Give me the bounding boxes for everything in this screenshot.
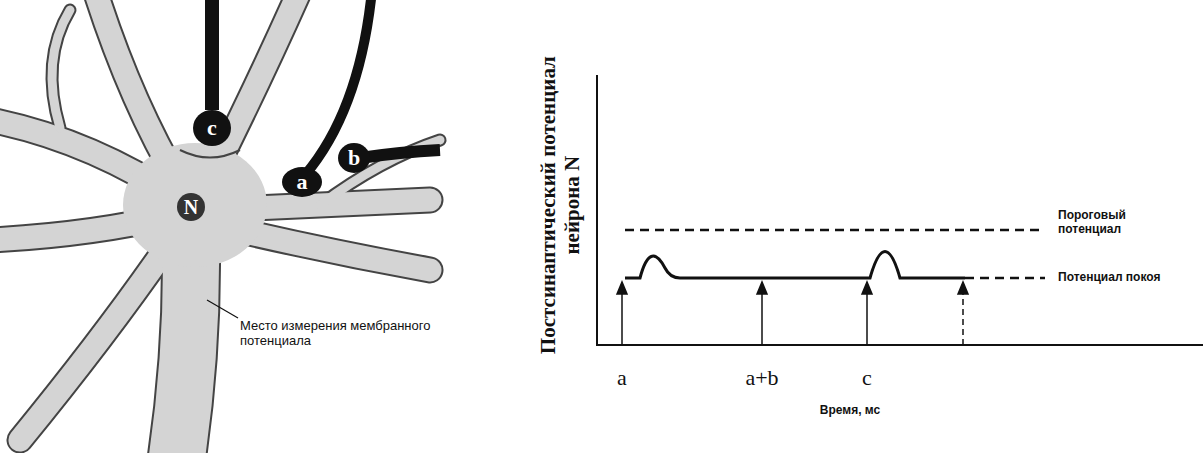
axis-title: Время, мс [820,403,880,417]
stimulus-label: a+b [745,365,778,391]
node-label: a [297,169,308,195]
stimulus-label: c [862,365,872,391]
node-label: b [348,145,360,171]
node-label: c [207,115,217,141]
axon-terminal: a [282,167,322,197]
axis-title: Постсинаптический потенциал нейрона N [536,55,584,355]
nucleus: N [177,193,205,221]
axon-terminal: c [193,110,231,146]
graph [597,75,1203,345]
stimulus-label: a [617,365,627,391]
axon-terminal: b [338,143,370,173]
node-label: N [184,196,198,219]
rest-label: Потенциал покоя [1058,270,1198,284]
threshold-label: Пороговый потенциал [1058,208,1168,236]
measurement-note: Место измерения мембранного потенциала [240,318,440,348]
